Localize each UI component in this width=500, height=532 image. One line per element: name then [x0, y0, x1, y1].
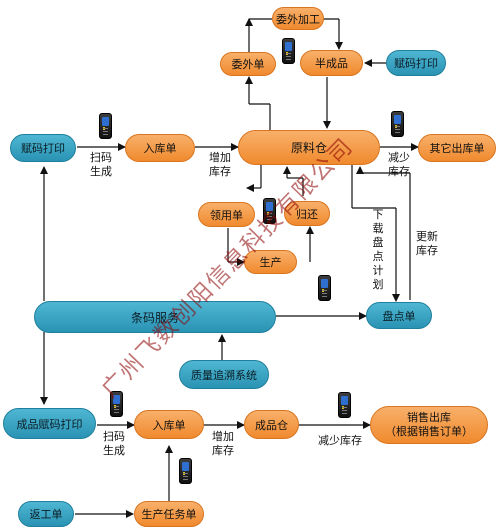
node-pandian-dan: 盘点单	[366, 302, 432, 329]
node-chengpin-fuma: 成品赋码打印	[3, 408, 96, 439]
label-xiazai-6: 划	[372, 278, 384, 291]
label-zengjia-top: 增加 库存	[205, 151, 235, 179]
node-zhiliang-zhuisu: 质量追溯系统	[179, 360, 269, 389]
node-ruku-bottom: 入库单	[134, 410, 204, 439]
scanner-icon	[263, 198, 276, 224]
label-zengjia-bottom-2: 库存	[212, 444, 234, 457]
scanner-icon	[391, 111, 404, 137]
scanner-icon	[318, 275, 331, 301]
label-saoma-bottom-2: 生成	[103, 444, 125, 457]
node-fuma-print-top: 赋码打印	[386, 50, 446, 76]
node-guihuan: 归还	[284, 201, 330, 226]
node-shengchan: 生产	[244, 250, 297, 274]
label-gengxin-kucun: 更新 库存	[412, 230, 442, 258]
label-zengjia-top-2: 库存	[209, 165, 231, 178]
node-qita-chuku: 其它出库单	[418, 134, 496, 162]
label-xiazai-5: 计	[372, 264, 384, 277]
label-jianshao-top: 减少 库存	[384, 151, 414, 179]
label-zengjia-top-1: 增加	[209, 151, 231, 164]
scanner-icon	[179, 458, 192, 484]
label-gengxin-2: 库存	[416, 244, 438, 257]
node-weiwai-dan: 委外单	[220, 52, 276, 76]
label-xiazai-2: 载	[372, 222, 384, 235]
node-ban-chengpin: 半成品	[300, 50, 363, 76]
node-fuma-print-left: 赋码打印	[10, 134, 76, 162]
label-xiazai-4: 点	[372, 250, 384, 263]
node-chengpin-cang: 成品仓	[244, 410, 299, 439]
node-tiaoma-fuwu: 条码服务	[34, 301, 276, 333]
scanner-icon	[99, 113, 112, 139]
label-xiazai-1: 下	[372, 208, 384, 221]
label-jianshao-top-2: 库存	[388, 165, 410, 178]
label-saoma-bottom: 扫码 生成	[99, 430, 129, 458]
scanner-icon	[282, 38, 295, 64]
label-saoma-top: 扫码 生成	[86, 151, 116, 179]
scanner-icon	[110, 391, 123, 417]
node-lingyong-dan: 领用单	[198, 202, 255, 227]
node-shengchan-renwu: 生产任务单	[134, 501, 204, 527]
scanner-icon	[338, 392, 351, 418]
label-xiazai-pandian: 下 载 盘 点 计 划	[371, 208, 385, 292]
node-xiaoshou-chuku: 销售出库 （根据销售订单）	[370, 406, 488, 444]
xiaoshou-line-1: 销售出库	[407, 411, 451, 424]
label-saoma-top-2: 生成	[90, 165, 112, 178]
label-gengxin-1: 更新	[416, 230, 438, 243]
label-zengjia-bottom: 增加 库存	[208, 430, 238, 458]
node-yuanliao-cang: 原料仓	[238, 130, 380, 165]
label-jianshao-top-1: 减少	[388, 151, 410, 164]
label-xiazai-3: 盘	[372, 236, 384, 249]
node-fangong-dan: 返工单	[18, 501, 74, 527]
node-ruku-top: 入库单	[125, 134, 195, 162]
label-saoma-bottom-1: 扫码	[103, 430, 125, 443]
node-weiwai-jiagong: 委外加工	[272, 7, 324, 30]
label-zengjia-bottom-1: 增加	[212, 430, 234, 443]
xiaoshou-line-2: （根据销售订单）	[385, 425, 473, 438]
label-jianshao-bottom: 减少库存	[318, 434, 362, 447]
label-saoma-top-1: 扫码	[90, 151, 112, 164]
